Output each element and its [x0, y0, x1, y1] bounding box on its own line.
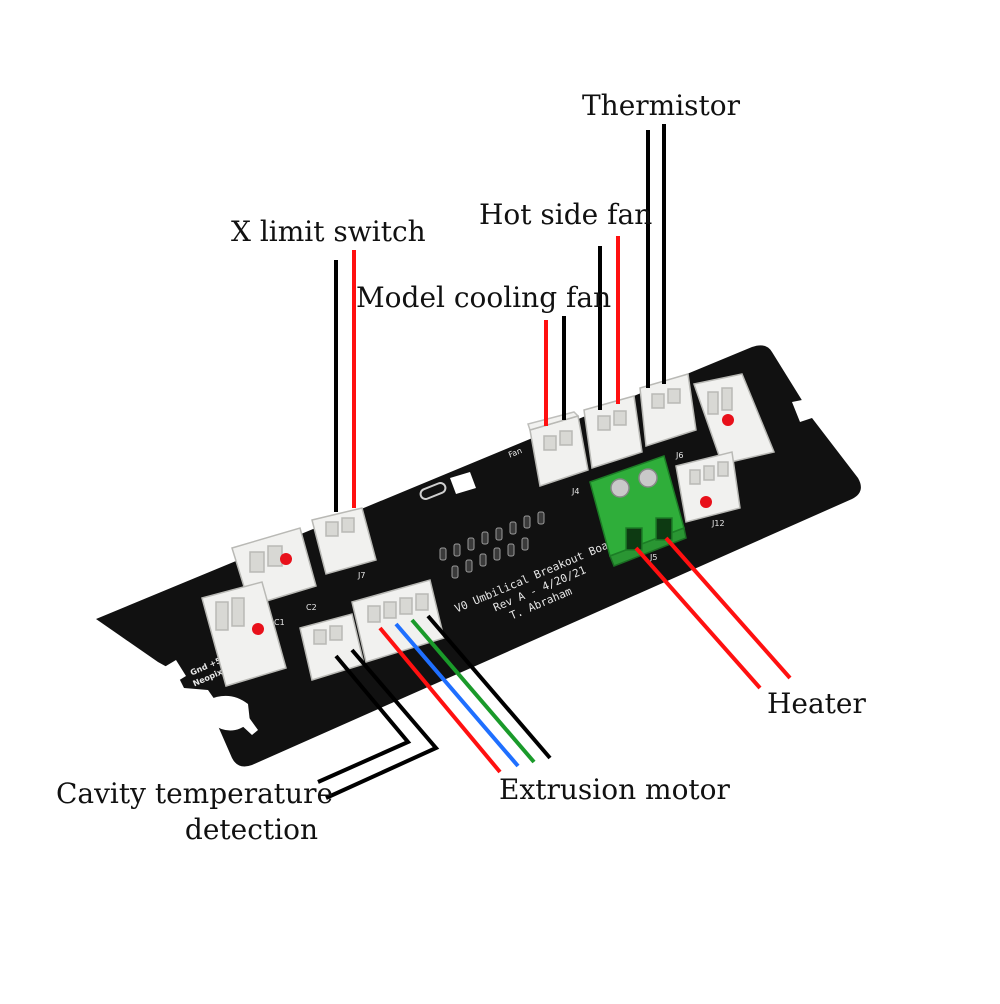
terminal-block-heater [589, 455, 687, 567]
board-notch-left [146, 660, 186, 692]
pin-header [439, 511, 545, 579]
wire-motor-black [426, 614, 552, 760]
wire-motor-blue [394, 622, 520, 768]
label-extrusion-motor: Extrusion motor [499, 773, 730, 806]
board-notch-bottom [208, 695, 250, 731]
label-heater: Heater [767, 687, 866, 720]
connector-j11 [693, 373, 776, 465]
board-notch-top [450, 472, 476, 494]
marker-dot-j12 [700, 496, 712, 508]
connector-neopixel [201, 581, 287, 687]
marker-dot-c-left-top [280, 553, 292, 565]
marker-dot-j11 [722, 414, 734, 426]
label-x-limit-switch: X limit switch [231, 215, 426, 248]
label-cavity-line1: Cavity temperature [56, 777, 334, 810]
connector-x-limit-switch [311, 507, 377, 575]
label-hot-side-fan: Hot side fan [479, 198, 653, 231]
ref-j7: J7 [357, 571, 365, 580]
marker-dot-neopixel [252, 623, 264, 635]
wire-cavity-black-2 [325, 648, 440, 800]
ref-j6: J6 [675, 451, 683, 460]
label-model-cooling-fan: Model cooling fan [356, 281, 612, 314]
wire-heater-red-1 [634, 546, 762, 690]
wire-motor-green [410, 618, 536, 764]
label-cavity-temperature: Cavity temperature detection [56, 777, 334, 846]
connector-extrusion-motor [351, 579, 445, 663]
ref-c2: C2 [306, 603, 317, 612]
label-cavity-line2: detection [184, 813, 318, 846]
ref-j12: J12 [711, 519, 725, 528]
ref-j4: J4 [571, 487, 579, 496]
ref-j5: J5 [649, 553, 657, 562]
connector-thermistor [639, 373, 697, 447]
board-slot [419, 482, 447, 500]
board-notch-right [792, 398, 818, 422]
wire-motor-red [378, 626, 502, 774]
marker-dots [252, 414, 734, 635]
connector-j12 [675, 451, 741, 523]
pcb-board [96, 345, 861, 767]
connector-model-cooling-fan [527, 411, 589, 487]
ref-c1: C1 [274, 618, 285, 627]
wire-heater-red-2 [664, 536, 792, 680]
wire-cavity-black-1 [317, 654, 412, 784]
label-thermistor: Thermistor [582, 89, 741, 122]
